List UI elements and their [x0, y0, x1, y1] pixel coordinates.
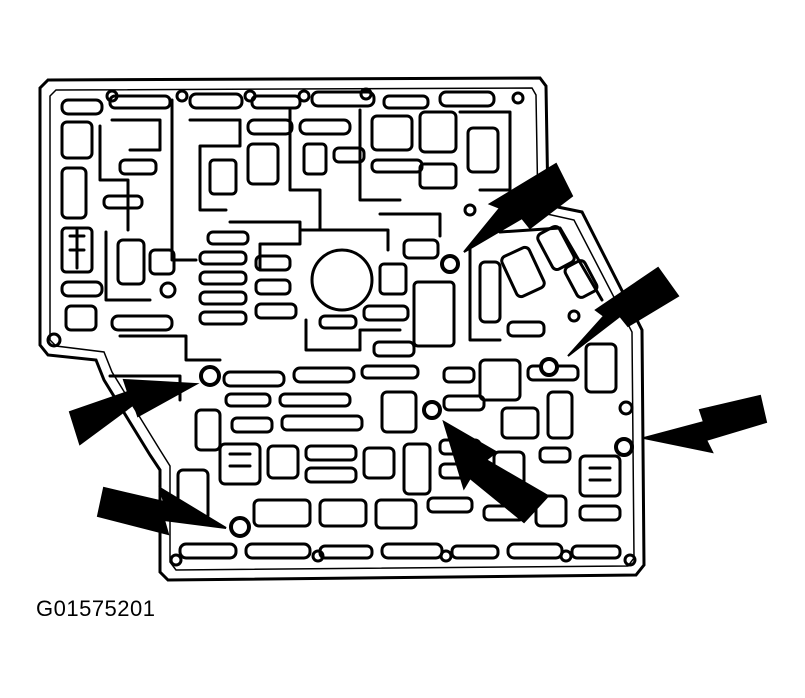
check-ball-left — [199, 365, 221, 387]
arrow-icon — [442, 419, 550, 524]
check-ball-center — [422, 400, 442, 420]
check-ball-upper-center — [440, 254, 460, 274]
arrow-icon — [96, 485, 227, 536]
arrow-icon — [643, 394, 768, 454]
arrow-icon — [567, 266, 680, 357]
check-ball-right-upper — [539, 357, 559, 377]
check-ball-markers — [199, 254, 634, 538]
figure-id-label: G01575201 — [36, 596, 156, 621]
arrow-icon — [68, 378, 200, 446]
check-ball-right — [614, 437, 634, 457]
callout-arrows — [68, 162, 768, 536]
arrow-icon — [463, 162, 574, 253]
check-ball-lower-left — [229, 516, 251, 538]
